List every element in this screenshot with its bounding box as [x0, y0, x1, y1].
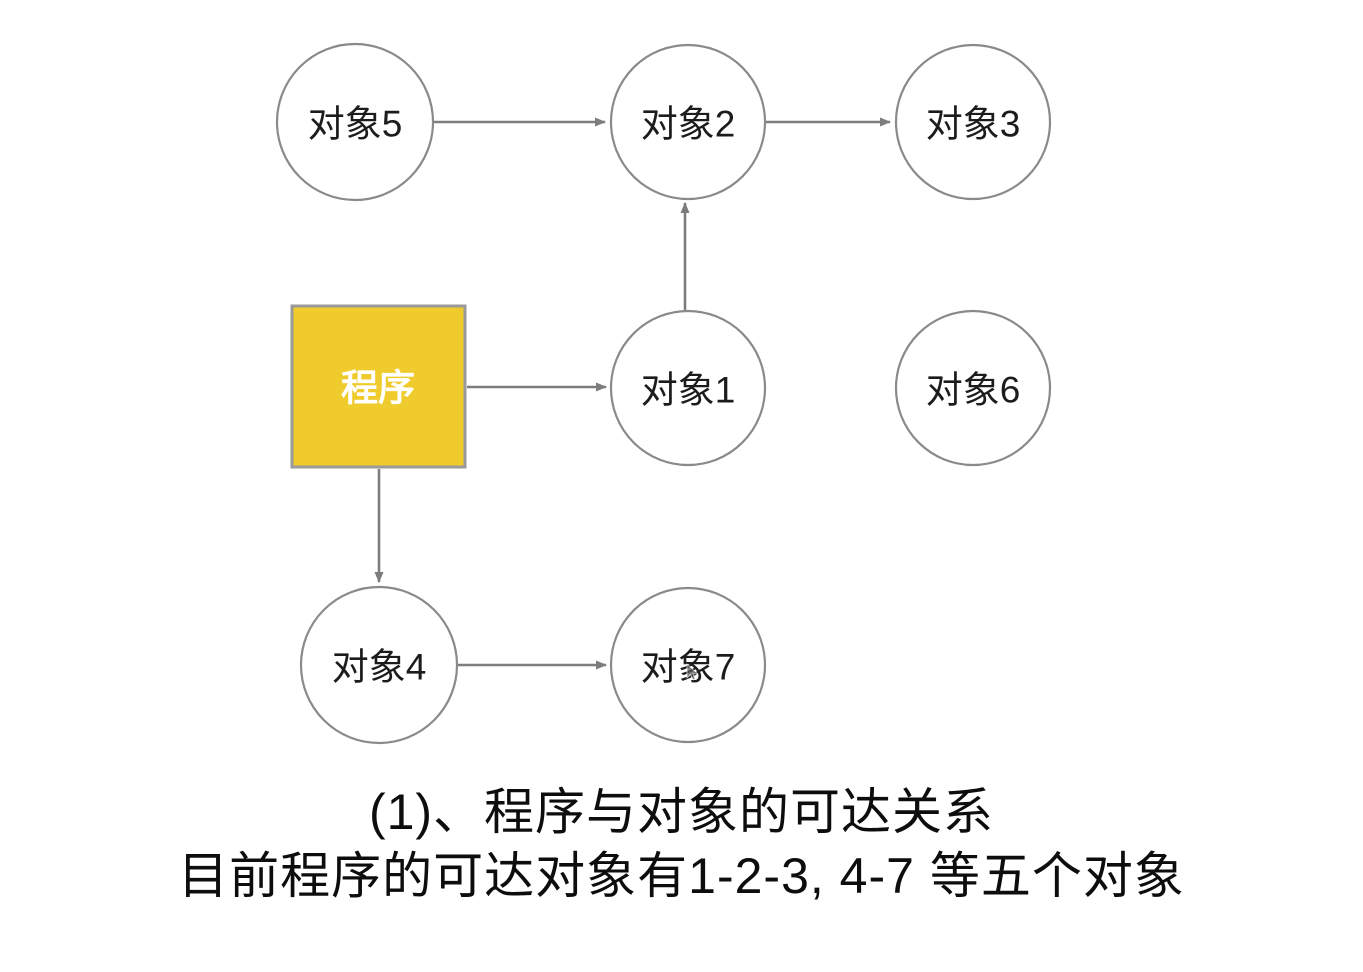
node-obj1[interactable]: 对象1	[609, 309, 767, 467]
node-obj5-circle[interactable]	[275, 42, 435, 202]
nodes-layer: 对象5 对象2 对象3 对象1 对象6 对象4	[275, 42, 1052, 745]
caption-block: (1)、程序与对象的可达关系 目前程序的可达对象有1-2-3, 4-7 等五个对…	[0, 780, 1363, 908]
node-obj6[interactable]: 对象6	[894, 309, 1052, 467]
edges-layer	[374, 117, 891, 670]
node-obj5-label: 对象5	[308, 104, 403, 145]
node-obj3-circle[interactable]	[894, 43, 1052, 201]
node-obj5[interactable]: 对象5	[275, 42, 435, 202]
node-obj2-circle[interactable]	[609, 43, 767, 201]
node-obj7[interactable]: 对象7	[609, 586, 767, 744]
node-program-box[interactable]	[290, 304, 467, 469]
node-obj4-circle[interactable]	[299, 585, 459, 745]
node-obj3[interactable]: 对象3	[894, 43, 1052, 201]
caption-line-1: (1)、程序与对象的可达关系	[368, 784, 995, 840]
node-obj1-circle[interactable]	[609, 309, 767, 467]
node-obj3-label: 对象3	[926, 104, 1021, 145]
node-obj4[interactable]: 对象4	[299, 585, 459, 745]
node-obj2[interactable]: 对象2	[609, 43, 767, 201]
node-obj6-label: 对象6	[926, 370, 1021, 411]
node-obj2-label: 对象2	[641, 104, 736, 145]
node-obj7-label: 对象7	[641, 647, 736, 688]
node-obj1-label: 对象1	[641, 370, 736, 411]
node-obj6-circle[interactable]	[894, 309, 1052, 467]
node-program[interactable]: 程序	[290, 304, 467, 469]
caption-line-2: 目前程序的可达对象有1-2-3, 4-7 等五个对象	[178, 848, 1185, 904]
node-obj4-label: 对象4	[332, 647, 427, 688]
node-program-label: 程序	[341, 368, 415, 409]
